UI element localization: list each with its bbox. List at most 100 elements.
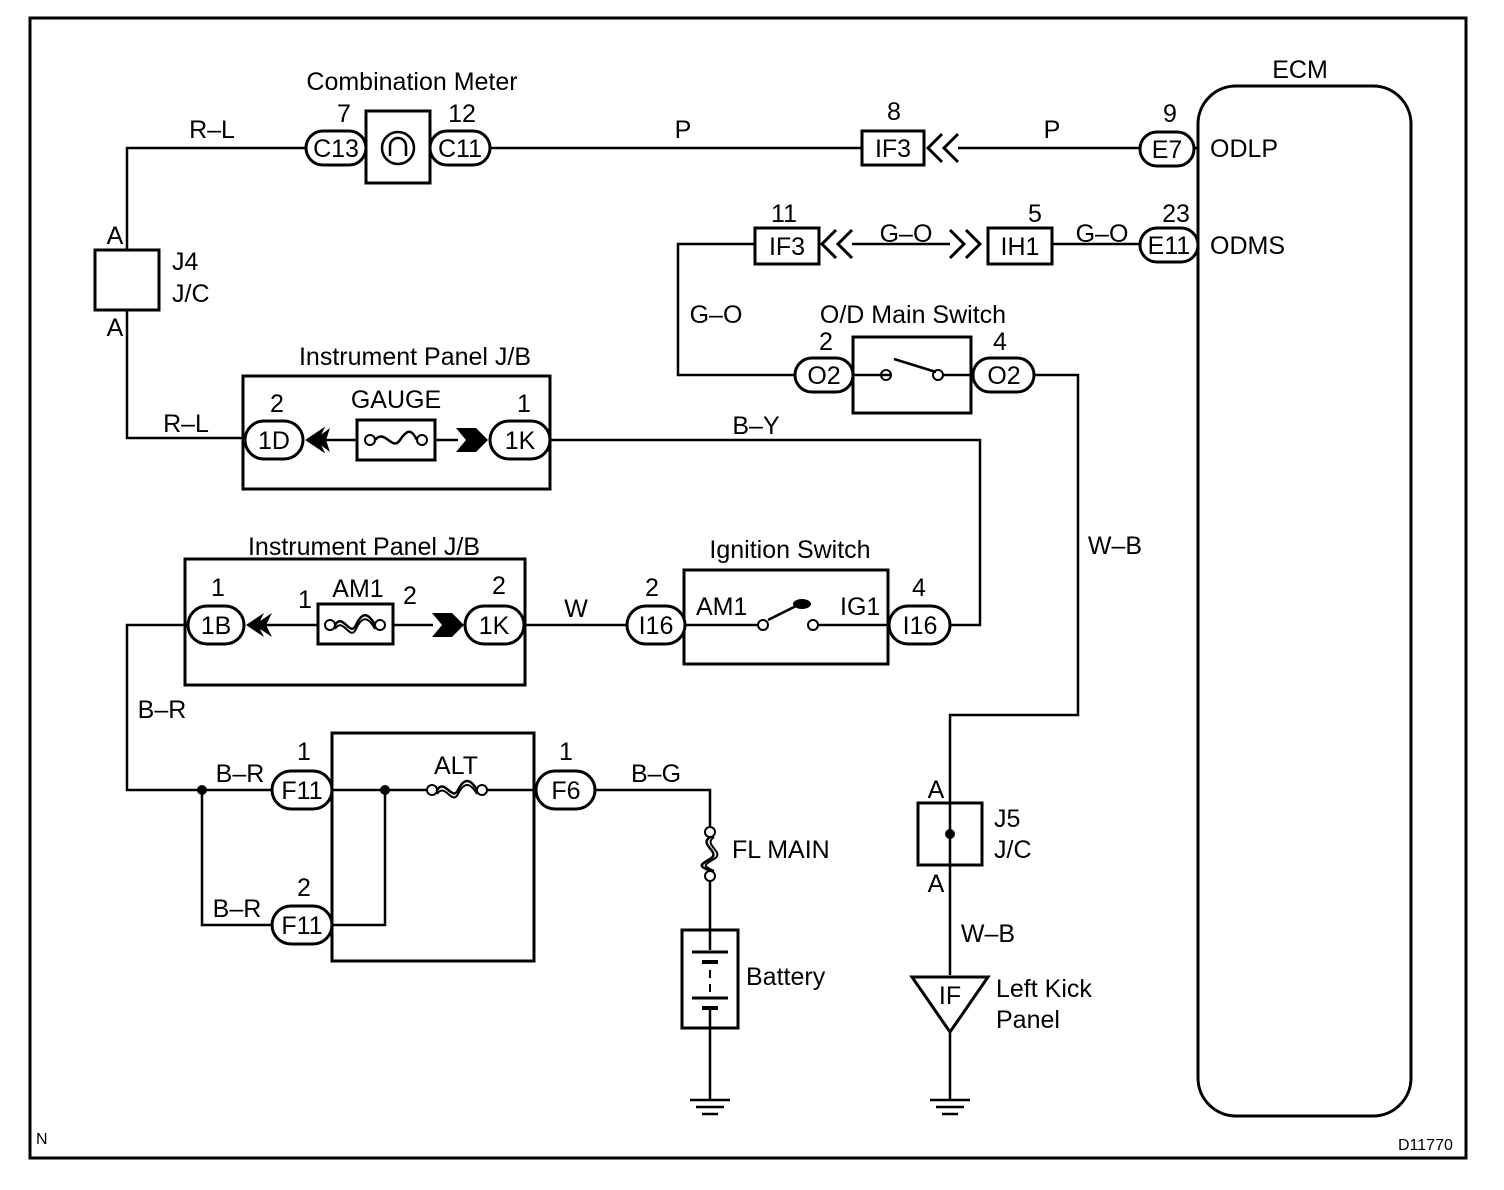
svg-text:I16: I16 xyxy=(903,612,938,640)
pin-23: 23 xyxy=(1162,200,1190,228)
svg-text:2: 2 xyxy=(645,574,659,602)
ground-icon xyxy=(690,1098,730,1116)
combination-meter: Combination Meter C13 7 C11 12 xyxy=(304,68,518,185)
svg-text:E7: E7 xyxy=(1152,136,1183,164)
svg-text:1: 1 xyxy=(297,738,311,766)
connector-c11: C11 xyxy=(438,135,482,163)
svg-text:J5: J5 xyxy=(994,805,1020,833)
svg-text:IG1: IG1 xyxy=(840,593,880,621)
od-main-switch-title: O/D Main Switch xyxy=(820,301,1006,329)
junction-connector-j5: A A J5 J/C xyxy=(916,776,1032,898)
svg-text:IF: IF xyxy=(939,982,961,1010)
svg-text:J4: J4 xyxy=(172,248,199,276)
svg-text:I16: I16 xyxy=(639,612,674,640)
svg-text:1: 1 xyxy=(298,586,312,614)
svg-text:J/C: J/C xyxy=(994,836,1032,864)
svg-text:A: A xyxy=(928,776,945,804)
svg-text:P: P xyxy=(675,116,692,144)
svg-text:G–O: G–O xyxy=(880,220,933,248)
wires xyxy=(125,146,1200,1100)
svg-text:P: P xyxy=(1044,116,1061,144)
svg-text:4: 4 xyxy=(993,328,1007,356)
inline-connector-if3-top: IF3 8 xyxy=(860,98,960,167)
svg-text:2: 2 xyxy=(297,874,311,902)
ecm-block: ECM ODLP ODMS xyxy=(1196,56,1413,1118)
svg-text:1: 1 xyxy=(517,390,531,418)
svg-text:1K: 1K xyxy=(479,612,510,640)
diagram-frame xyxy=(28,16,1468,1160)
svg-text:B–R: B–R xyxy=(216,760,265,788)
svg-text:W: W xyxy=(564,595,588,623)
svg-text:IF3: IF3 xyxy=(769,233,805,261)
svg-text:2: 2 xyxy=(819,328,833,356)
svg-text:FL MAIN: FL MAIN xyxy=(732,836,830,864)
svg-text:5: 5 xyxy=(1028,200,1042,228)
svg-text:R–L: R–L xyxy=(163,410,209,438)
svg-text:1: 1 xyxy=(211,574,225,602)
svg-text:12: 12 xyxy=(448,100,476,128)
svg-text:8: 8 xyxy=(887,98,901,126)
svg-text:A: A xyxy=(928,870,945,898)
svg-text:B–R: B–R xyxy=(138,696,187,724)
ecm-title: ECM xyxy=(1272,56,1328,84)
svg-text:W–B: W–B xyxy=(961,920,1015,948)
connector-e7: E7 9 xyxy=(1138,100,1196,168)
combination-meter-title: Combination Meter xyxy=(306,68,517,96)
figure-code: D11770 xyxy=(1398,1137,1453,1154)
svg-text:J/C: J/C xyxy=(172,280,210,308)
junction-connector-j4: A A J4 J/C xyxy=(93,222,210,342)
svg-text:G–O: G–O xyxy=(1076,220,1129,248)
svg-text:2: 2 xyxy=(270,390,284,418)
svg-text:11: 11 xyxy=(771,200,797,228)
svg-text:1B: 1B xyxy=(201,612,232,640)
corner-label-n: N xyxy=(36,1131,48,1148)
svg-text:1: 1 xyxy=(559,738,573,766)
svg-text:A: A xyxy=(107,222,124,250)
svg-text:Panel: Panel xyxy=(996,1006,1060,1034)
ipjb2-title: Instrument Panel J/B xyxy=(248,533,480,561)
connector-f11-1: F11 xyxy=(281,777,322,805)
svg-text:R–L: R–L xyxy=(189,116,235,144)
pin-9: 9 xyxy=(1163,100,1177,128)
svg-text:A: A xyxy=(107,314,124,342)
battery-label: Battery xyxy=(746,963,826,991)
ecm-term-odms: ODMS xyxy=(1210,232,1285,260)
svg-text:B–Y: B–Y xyxy=(732,412,780,440)
svg-text:IF3: IF3 xyxy=(875,135,911,163)
svg-text:7: 7 xyxy=(337,100,351,128)
svg-text:2: 2 xyxy=(492,572,506,600)
key-switch-icon xyxy=(793,599,811,609)
svg-text:O2: O2 xyxy=(807,362,840,390)
switch-contact-icon xyxy=(893,357,937,374)
connector-f11-2: F11 xyxy=(281,912,322,940)
svg-text:Left Kick: Left Kick xyxy=(996,975,1092,1003)
connector-f6: F6 xyxy=(551,777,580,805)
gauge-fuse-label: GAUGE xyxy=(351,386,441,414)
svg-text:E11: E11 xyxy=(1148,232,1191,260)
svg-text:W–B: W–B xyxy=(1088,532,1142,560)
svg-text:AM1: AM1 xyxy=(696,593,747,621)
ignition-switch-title: Ignition Switch xyxy=(709,536,870,564)
inline-connector-if3-mid: IF3 11 xyxy=(753,200,854,266)
connector-e11: E11 23 xyxy=(1138,200,1200,264)
battery: Battery xyxy=(680,928,826,1030)
alt-fuse-block: ALT F11 1 F11 2 F6 1 xyxy=(270,731,597,963)
fl-main-fusible-link: FL MAIN xyxy=(700,826,830,882)
am1-fuse-label: AM1 xyxy=(332,575,383,603)
svg-text:1K: 1K xyxy=(505,427,536,455)
splice-point xyxy=(197,785,207,795)
svg-text:1D: 1D xyxy=(258,427,290,455)
ignition-switch: Ignition Switch AM1 IG1 I16 2 I16 4 xyxy=(625,536,952,666)
svg-text:4: 4 xyxy=(912,574,926,602)
od-main-switch: O/D Main Switch O2 2 O2 4 xyxy=(793,301,1036,415)
instrument-panel-jb-gauge: Instrument Panel J/B 1D 2 GAUGE 1K 1 xyxy=(241,343,552,491)
connector-c13: C13 xyxy=(313,135,359,163)
instrument-panel-jb-am1: Instrument Panel J/B 1B 1 AM1 1 2 1K 2 xyxy=(183,533,527,687)
ground-point-if: IF Left Kick Panel xyxy=(909,975,1092,1035)
ground-icon xyxy=(930,1098,970,1116)
fusible-link-icon xyxy=(334,618,376,634)
wire-color-labels: R–L R–L P P G–O G–O G–O B–Y W B–R B–R B–… xyxy=(138,116,1142,948)
inline-connector-ih1: IH1 5 xyxy=(948,200,1054,266)
ipjb1-title: Instrument Panel J/B xyxy=(299,343,531,371)
